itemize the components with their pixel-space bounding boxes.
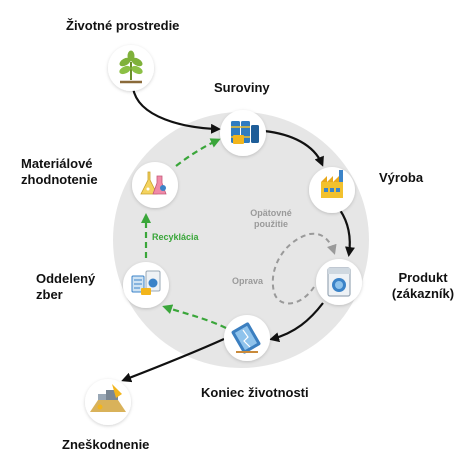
plant-icon xyxy=(119,50,143,84)
arrow-raw-to-production xyxy=(263,129,324,167)
arrow-eol-to-separate-collection xyxy=(162,304,227,329)
label-product: Produkt (zákazník) xyxy=(381,270,465,302)
label-repair: Oprava xyxy=(232,276,264,286)
landfill-icon xyxy=(90,384,126,412)
label-separate-collection-line1: Oddelený xyxy=(36,271,96,286)
label-raw-materials: Suroviny xyxy=(214,80,270,95)
barrels-icon xyxy=(231,121,259,144)
label-environment: Životné prostredie xyxy=(66,18,180,33)
arrow-eol-to-disposal xyxy=(121,337,225,383)
broken-device-icon xyxy=(231,322,261,354)
chemistry-flasks-icon xyxy=(140,171,167,195)
label-material-recovery-line1: Materiálové xyxy=(21,156,93,171)
node-material-recovery xyxy=(132,162,178,208)
label-material-recovery-line2: zhodnotenie xyxy=(21,172,98,187)
label-production: Výroba xyxy=(379,170,424,185)
arrow-env-to-raw xyxy=(131,87,221,134)
reuse-repair-loop xyxy=(271,232,337,305)
label-recycling: Recyklácia xyxy=(152,232,199,242)
arrow-recovery-to-raw xyxy=(175,138,221,167)
washing-machine-icon xyxy=(327,267,351,297)
label-reuse-line2: použitie xyxy=(254,219,288,229)
recycling-bins-icon xyxy=(131,270,161,295)
arrow-product-to-eol xyxy=(269,302,324,343)
label-material-recovery: Materiálové zhodnotenie xyxy=(21,156,98,188)
label-separate-collection-line2: zber xyxy=(36,287,63,302)
label-product-line1: Produkt xyxy=(398,270,448,285)
label-reuse: Opätovné použitie xyxy=(246,208,296,230)
factory-icon xyxy=(321,170,343,198)
label-disposal: Zneškodnenie xyxy=(62,437,150,452)
label-product-line2: (zákazník) xyxy=(391,286,455,301)
label-separate-collection: Oddelený zber xyxy=(36,271,95,303)
label-end-of-life: Koniec životnosti xyxy=(201,385,309,400)
arrow-production-to-product xyxy=(339,209,355,257)
cycle-background xyxy=(113,112,369,368)
label-reuse-line1: Opätovné xyxy=(250,208,292,218)
